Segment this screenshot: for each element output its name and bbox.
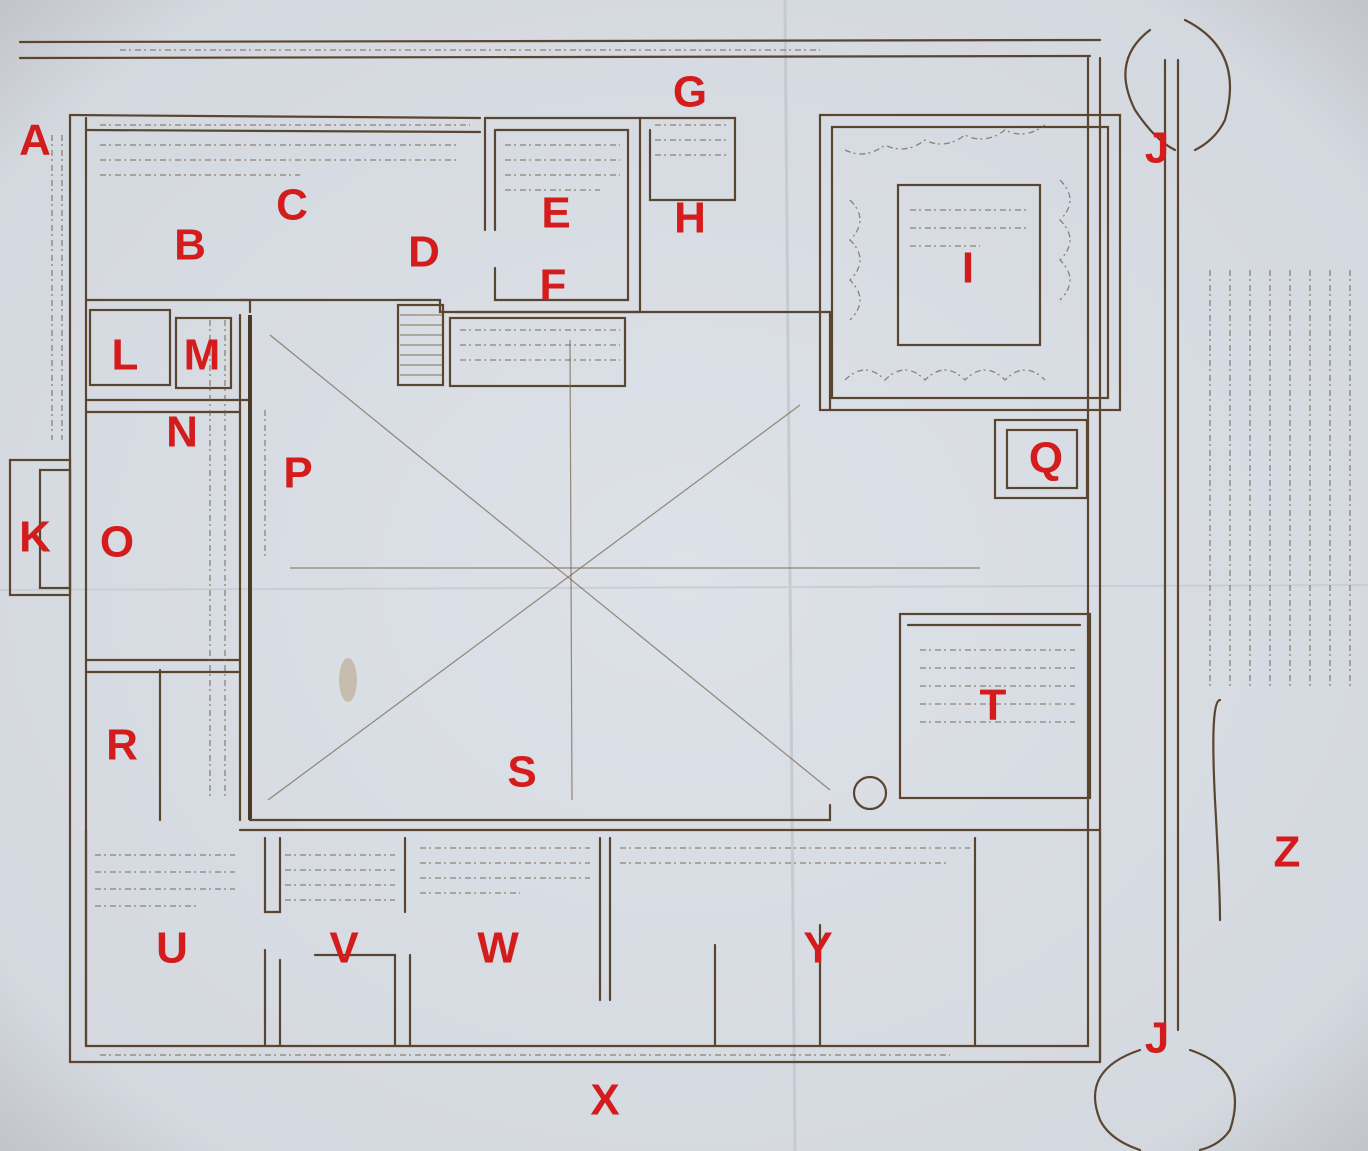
- paper-fold: [0, 584, 1368, 591]
- label-q: Q: [1029, 434, 1063, 483]
- label-o: O: [100, 518, 134, 567]
- label-s: S: [507, 748, 536, 797]
- label-c: C: [276, 181, 308, 230]
- label-a: A: [19, 116, 51, 165]
- walls: [8, 18, 1237, 1151]
- red-letter-labels: A G J C B E H D F I L M N P Q K O T R S …: [19, 68, 1300, 1125]
- label-d: D: [408, 228, 440, 277]
- handwritten-annotations: [51, 49, 1351, 1056]
- label-k: K: [19, 513, 51, 562]
- label-w: W: [477, 924, 519, 973]
- label-j-bottom: J: [1145, 1014, 1169, 1063]
- label-l: L: [112, 331, 139, 380]
- label-e: E: [541, 189, 570, 238]
- label-f: F: [540, 261, 567, 310]
- label-i: I: [962, 244, 974, 293]
- label-b: B: [174, 221, 206, 270]
- label-y: Y: [803, 924, 832, 973]
- label-v: V: [329, 924, 359, 973]
- label-z: Z: [1274, 828, 1301, 877]
- label-p: P: [283, 449, 312, 498]
- label-x: X: [590, 1076, 619, 1125]
- label-r: R: [106, 721, 138, 770]
- paper-fold: [783, 0, 797, 1151]
- label-m: M: [184, 331, 221, 380]
- label-t: T: [980, 681, 1007, 730]
- label-n: N: [166, 408, 198, 457]
- stain: [339, 658, 357, 702]
- label-g: G: [673, 68, 707, 117]
- label-u: U: [156, 924, 188, 973]
- label-j-top: J: [1145, 124, 1169, 173]
- label-h: H: [674, 194, 706, 243]
